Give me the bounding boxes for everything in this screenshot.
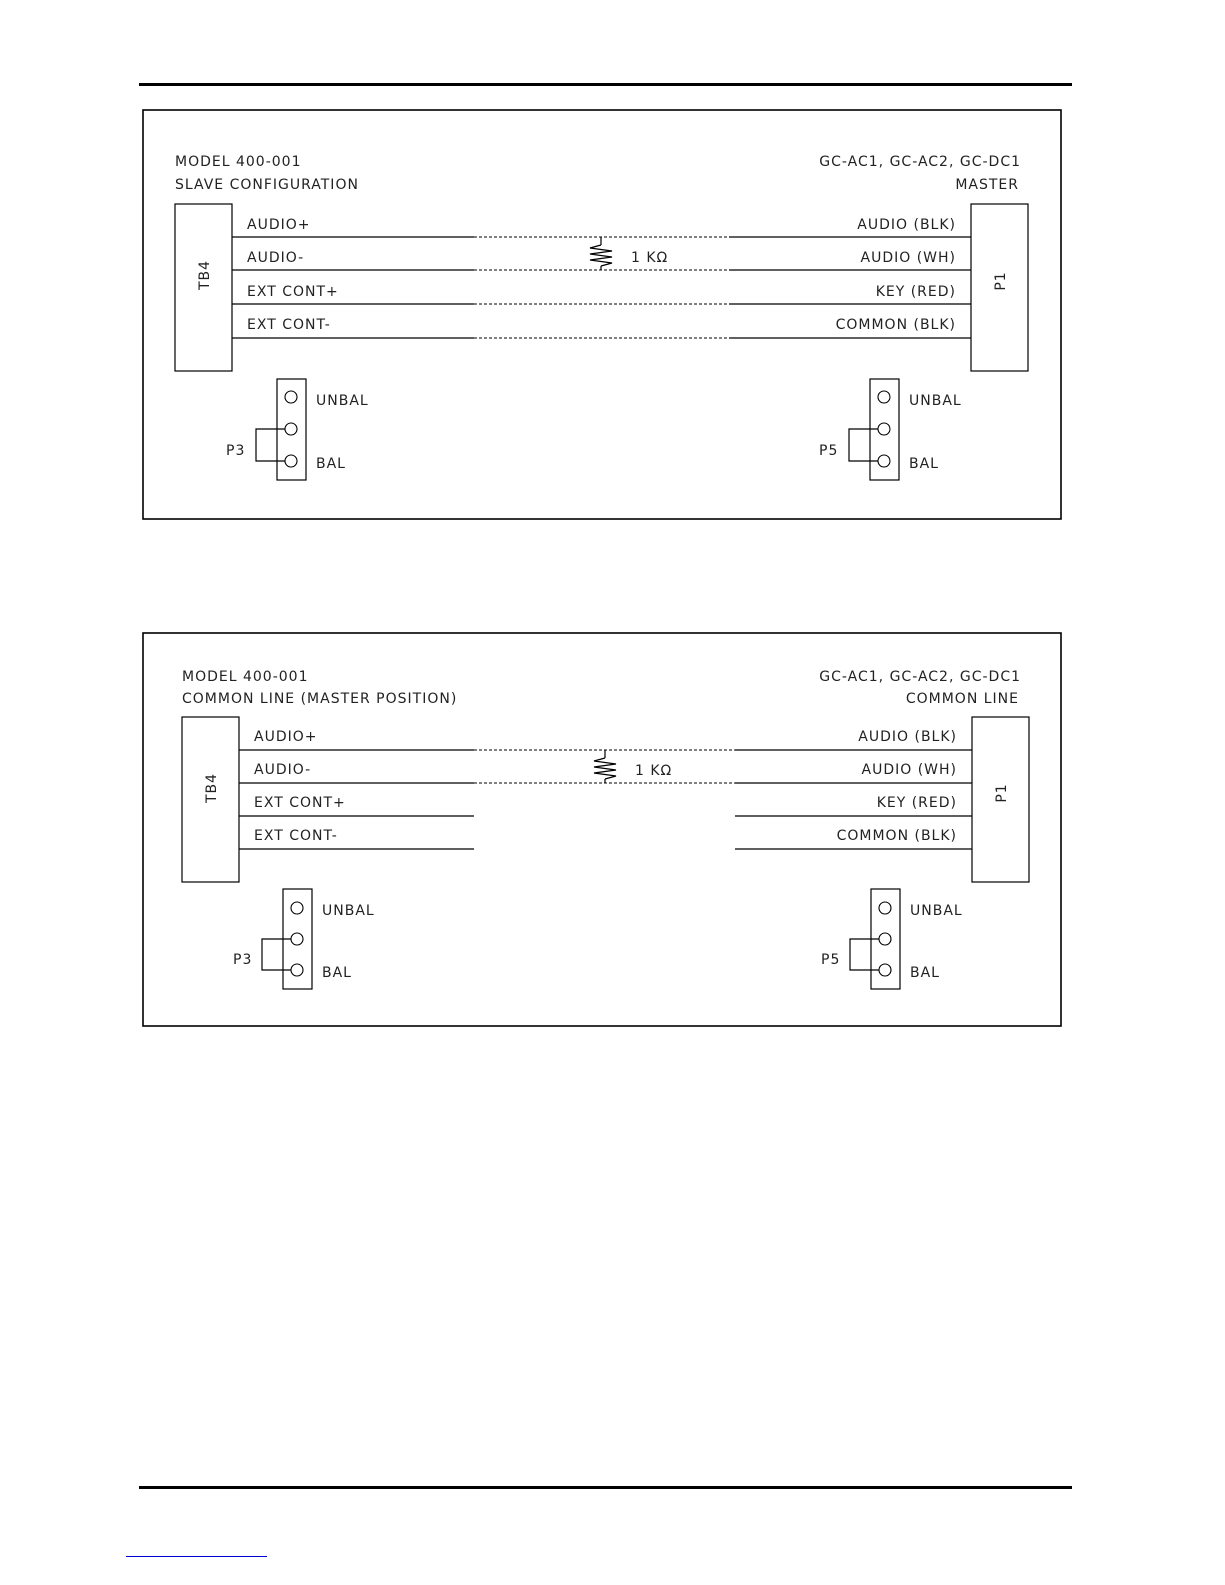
terminal-tb4-label: TB4 xyxy=(197,260,213,291)
jumper-bal-label: BAL xyxy=(316,456,346,472)
jumper-unbal-label: UNBAL xyxy=(322,903,375,919)
diagram-frame xyxy=(142,109,1062,520)
wiring-diagram-common-line: MODEL 400-001 COMMON LINE (MASTER POSITI… xyxy=(142,632,1062,1027)
right-wire-label: AUDIO (BLK) xyxy=(858,729,957,745)
jumper-bal-label: BAL xyxy=(322,965,352,981)
header-rule xyxy=(139,83,1072,86)
left-wire-label: EXT CONT+ xyxy=(254,795,346,811)
jumper-p5-label: P5 xyxy=(821,952,840,968)
left-wire-label: EXT CONT- xyxy=(247,317,331,333)
footer-rule xyxy=(139,1486,1072,1489)
jumper-p5-label: P5 xyxy=(819,443,838,459)
left-wire-label: AUDIO- xyxy=(254,762,311,778)
right-config-label: COMMON LINE xyxy=(906,691,1019,707)
jumper-p3-label: P3 xyxy=(233,952,252,968)
wiring-diagram-slave: MODEL 400-001 SLAVE CONFIGURATION GC-AC1… xyxy=(142,109,1062,520)
terminal-tb4-label: TB4 xyxy=(204,773,220,804)
jumper-p3 xyxy=(255,378,307,481)
resistor-label: 1 KΩ xyxy=(631,250,668,266)
right-model-label: GC-AC1, GC-AC2, GC-DC1 xyxy=(819,154,1021,170)
jumper-p3 xyxy=(261,888,313,990)
right-wire-label: COMMON (BLK) xyxy=(836,317,956,333)
left-model-label: MODEL 400-001 xyxy=(175,154,301,170)
jumper-bal-label: BAL xyxy=(910,965,940,981)
resistor-label: 1 KΩ xyxy=(635,763,672,779)
right-wire-label: AUDIO (WH) xyxy=(862,762,958,778)
right-wire-label: KEY (RED) xyxy=(877,795,957,811)
left-config-label: COMMON LINE (MASTER POSITION) xyxy=(182,691,457,707)
left-wire-label: EXT CONT+ xyxy=(247,284,339,300)
left-wire-label: EXT CONT- xyxy=(254,828,338,844)
connector-p1 xyxy=(971,716,1030,883)
jumper-p5 xyxy=(849,888,901,990)
diagram-frame xyxy=(142,632,1062,1027)
right-wire-label: AUDIO (BLK) xyxy=(857,217,956,233)
connector-p1-label: P1 xyxy=(993,271,1009,290)
terminal-block-tb4 xyxy=(174,203,233,372)
resistor-icon xyxy=(593,750,617,783)
footer-link-underline[interactable] xyxy=(126,1556,267,1557)
connector-p1-label: P1 xyxy=(994,783,1010,802)
connector-p1 xyxy=(970,203,1029,372)
jumper-unbal-label: UNBAL xyxy=(909,393,962,409)
right-wire-label: COMMON (BLK) xyxy=(837,828,957,844)
right-wire-label: AUDIO (WH) xyxy=(861,250,957,266)
jumper-p3-label: P3 xyxy=(226,443,245,459)
resistor-icon xyxy=(589,237,613,270)
right-config-label: MASTER xyxy=(955,177,1019,193)
right-model-label: GC-AC1, GC-AC2, GC-DC1 xyxy=(819,669,1021,685)
right-wire-label: KEY (RED) xyxy=(876,284,956,300)
left-config-label: SLAVE CONFIGURATION xyxy=(175,177,359,193)
left-model-label: MODEL 400-001 xyxy=(182,669,308,685)
left-wire-label: AUDIO+ xyxy=(247,217,310,233)
left-wire-label: AUDIO- xyxy=(247,250,304,266)
jumper-bal-label: BAL xyxy=(909,456,939,472)
left-wire-label: AUDIO+ xyxy=(254,729,317,745)
terminal-block-tb4 xyxy=(181,716,240,883)
jumper-unbal-label: UNBAL xyxy=(316,393,369,409)
jumper-p5 xyxy=(848,378,900,481)
jumper-unbal-label: UNBAL xyxy=(910,903,963,919)
